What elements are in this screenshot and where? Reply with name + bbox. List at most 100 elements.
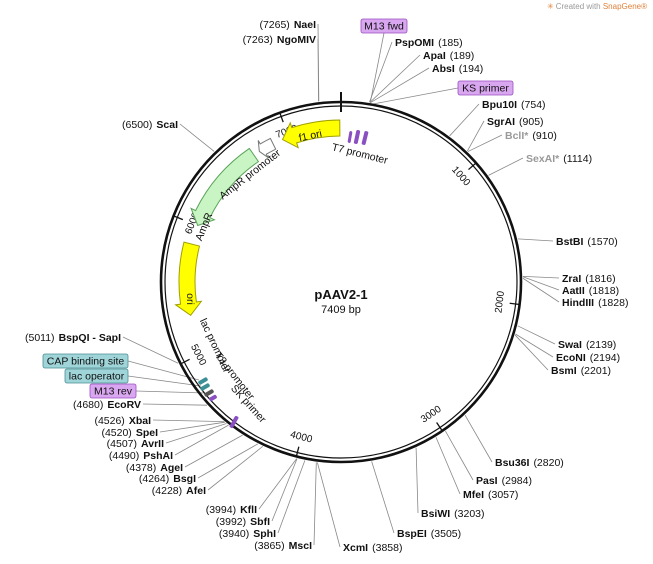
site-position: (4680)	[73, 399, 103, 411]
snapgene-logo-icon: ✳	[547, 2, 554, 11]
site-bsu36i[interactable]: Bsu36I(2820)	[495, 457, 564, 469]
site-leader-line	[165, 423, 227, 444]
site-name: AfeI	[186, 485, 206, 497]
site-ngomiv[interactable]: NgoMIV(7263)	[243, 34, 316, 46]
backbone-outer	[159, 100, 523, 464]
site-sgrai[interactable]: SgrAI(905)	[487, 116, 544, 128]
box-cap-binding-site[interactable]: CAP binding site	[42, 353, 129, 369]
site-absi[interactable]: AbsI(194)	[432, 63, 483, 75]
site-position: (4490)	[109, 450, 139, 462]
site-leader-line	[464, 414, 493, 463]
site-naei[interactable]: NaeI(7265)	[259, 19, 316, 31]
restriction-sites: NaeI(7265) NgoMIV(7263) ScaI(6500) PspOMI(1…	[25, 19, 628, 554]
site-bcli[interactable]: BclI*(910)	[505, 130, 557, 142]
site-scai[interactable]: ScaI(6500)	[122, 119, 178, 131]
site-aatii[interactable]: AatII(1818)	[562, 285, 619, 297]
site-leader-line	[152, 419, 225, 422]
site-leader-line	[445, 430, 474, 481]
box-lac-operator[interactable]: lac operator	[64, 368, 129, 384]
site-ecorv[interactable]: EcoRV(4680)	[73, 399, 141, 411]
site-leader-line	[174, 424, 229, 456]
box-ks-primer[interactable]: KS primer	[457, 80, 514, 96]
site-leader-line	[317, 38, 319, 102]
site-bsgi[interactable]: BsgI(4264)	[139, 473, 196, 485]
site-position: (4520)	[101, 427, 131, 439]
site-leader-line	[435, 437, 461, 495]
site-econi[interactable]: EcoNI(2194)	[556, 352, 620, 364]
site-name: BclI*	[505, 130, 529, 142]
site-spei[interactable]: SpeI (4520)	[101, 427, 158, 439]
site-agei[interactable]: AgeI(4378)	[126, 462, 183, 474]
site-name: SwaI	[558, 339, 582, 351]
site-bspqi[interactable]: BspQI - SapI(5011)	[25, 332, 121, 344]
site-leader-line	[514, 334, 549, 371]
tick-label: 2000	[493, 290, 507, 314]
box-background	[89, 383, 137, 399]
site-bstbi[interactable]: BstBI(1570)	[556, 236, 618, 248]
site-bsiwi[interactable]: BsiWI(3203)	[421, 508, 485, 520]
box-label: KS primer	[462, 83, 509, 95]
site-name: XcmI	[343, 542, 368, 554]
small-features	[198, 130, 369, 429]
site-hindiii[interactable]: HindIII(1828)	[562, 297, 628, 309]
box-m13-fwd[interactable]: M13 fwd	[360, 18, 408, 34]
site-name: ScaI	[156, 119, 178, 131]
box-label: CAP binding site	[47, 356, 125, 368]
site-name: EcoNI	[556, 352, 586, 364]
site-position: (3858)	[372, 542, 402, 554]
site-name: XbaI	[129, 415, 151, 427]
site-pasi[interactable]: PasI(2984)	[476, 475, 532, 487]
box-label: M13 fwd	[364, 21, 404, 33]
box-leader-line	[127, 375, 202, 387]
site-leader-line	[467, 120, 485, 152]
site-kfli[interactable]: KflI(3994)	[206, 504, 257, 516]
feature-ampr	[190, 147, 260, 227]
box-background	[360, 18, 408, 34]
site-name: KflI	[240, 504, 257, 516]
site-leader-line	[271, 458, 298, 522]
site-position: (2984)	[502, 475, 532, 487]
site-position: (3865)	[254, 540, 284, 552]
site-name: AatII	[562, 285, 585, 297]
site-sbfi[interactable]: SbfI(3992)	[216, 516, 270, 528]
site-bspei[interactable]: BspEI(3505)	[397, 528, 461, 540]
site-apai[interactable]: ApaI (189)	[423, 50, 474, 62]
tick-mark	[279, 113, 284, 123]
site-bsmi[interactable]: BsmI (2201)	[551, 365, 611, 377]
site-position: (2201)	[581, 365, 611, 377]
site-zrai[interactable]: ZraI(1816)	[562, 273, 616, 285]
site-name: SgrAI	[487, 116, 515, 128]
site-pspomi[interactable]: PspOMI(185)	[395, 37, 463, 49]
tick-mark	[295, 446, 300, 456]
box-m13-rev[interactable]: M13 rev	[89, 383, 137, 399]
site-position: (4264)	[139, 473, 169, 485]
feature-label-ori: ori	[184, 293, 196, 305]
site-position: (189)	[450, 50, 475, 62]
site-name: BsmI	[551, 365, 577, 377]
site-name: SphI	[253, 528, 276, 540]
site-name: SpeI	[136, 427, 158, 439]
site-avrii[interactable]: AvrII(4507)	[107, 438, 164, 450]
site-msci[interactable]: MscI(3865)	[254, 540, 312, 552]
site-sphi[interactable]: SphI(3940)	[219, 528, 276, 540]
site-pshai[interactable]: PshAI(4490)	[109, 450, 173, 462]
site-position: (1570)	[587, 236, 617, 248]
site-name: Bsu36I	[495, 457, 530, 469]
site-name: ApaI	[423, 50, 446, 62]
site-swai[interactable]: SwaI(2139)	[558, 339, 616, 351]
site-position: (3505)	[431, 528, 461, 540]
tick-mark	[436, 422, 443, 431]
site-afei[interactable]: AfeI(4228)	[152, 485, 206, 497]
site-bpu10i[interactable]: Bpu10I(754)	[482, 99, 546, 111]
site-xbai[interactable]: XbaI(4526)	[94, 415, 151, 427]
site-position: (3057)	[488, 489, 518, 501]
tick-label: 5000	[188, 343, 208, 368]
small-feature-glyph	[347, 131, 353, 143]
site-position: (3203)	[454, 508, 484, 520]
site-mfei[interactable]: MfeI(3057)	[463, 489, 518, 501]
site-position: (910)	[532, 130, 557, 142]
site-sexai[interactable]: SexAI*(1114)	[526, 153, 592, 165]
site-xcmi[interactable]: XcmI (3858)	[343, 542, 402, 554]
site-name: NaeI	[294, 19, 316, 31]
